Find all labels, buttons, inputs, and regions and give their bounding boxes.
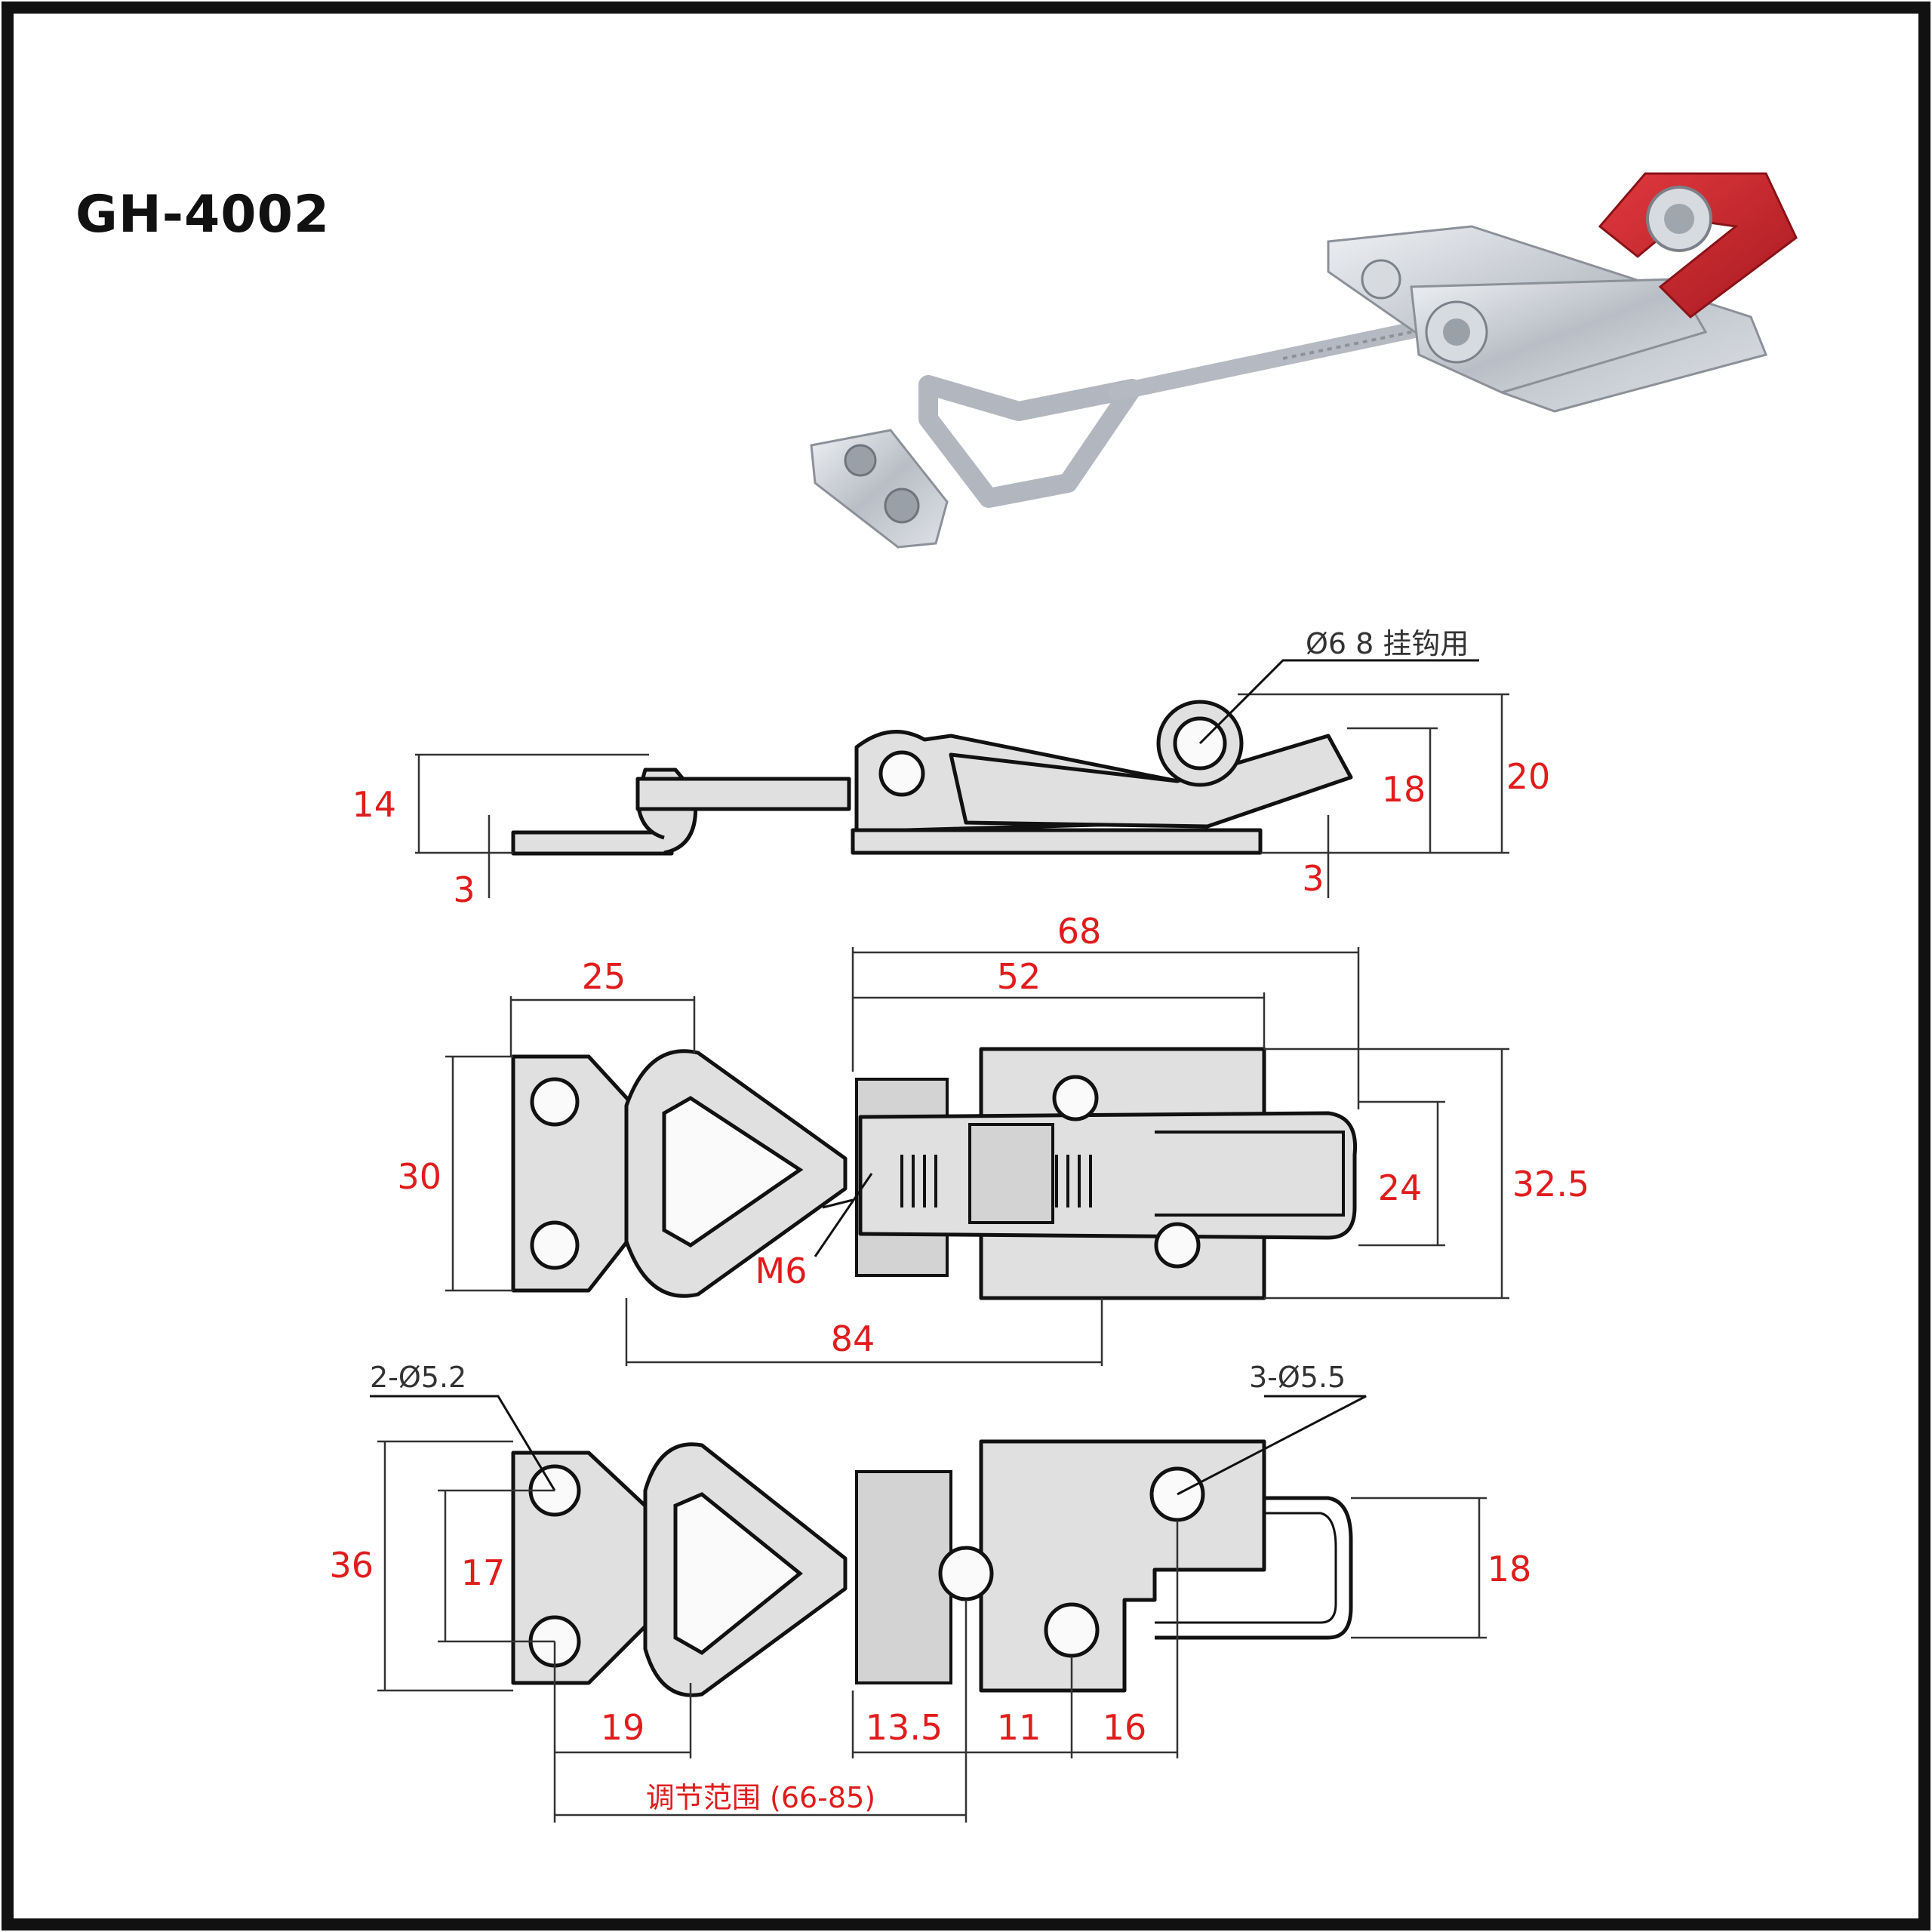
dim-plate-thickness-right: 3 [1302, 858, 1324, 899]
dim-handle-height: 18 [1382, 769, 1426, 810]
photo-plate-hole [884, 488, 920, 524]
dim-bottom-overall-height: 36 [329, 1545, 374, 1586]
model-title: GH-4002 [75, 185, 331, 245]
dim-hook-height: 14 [352, 784, 396, 825]
bottom-view-dimensions [370, 1395, 1487, 1823]
photo-plate-hole [844, 444, 877, 477]
bottom-view [511, 1439, 1353, 1697]
photo-hook-plate [810, 429, 949, 549]
top-view-dimensions [445, 947, 1509, 1366]
side-view [511, 700, 1353, 856]
photo-lever-body [1410, 278, 1708, 394]
dim-hook-plate-height: 30 [397, 1156, 441, 1197]
photo-wire-loop [918, 375, 1142, 508]
top-loop-slot [1155, 1131, 1345, 1217]
dim-hook-hole-offset: 19 [601, 1707, 645, 1748]
dim-loop-height: 18 [1487, 1549, 1532, 1589]
hole-note-right: 3-Ø5.5 [1249, 1361, 1346, 1394]
rod-note: Ø6 8 挂钩用 [1306, 627, 1469, 660]
top-plate-hole [530, 1077, 580, 1127]
bottom-base [979, 1439, 1266, 1693]
top-base-hole [1154, 1222, 1201, 1269]
side-base [851, 828, 1263, 855]
product-photo [810, 172, 1798, 549]
dim-overall-height: 20 [1506, 756, 1551, 797]
dim-plate-thickness-left: 3 [453, 869, 475, 910]
dim-overall-length: 68 [1057, 911, 1102, 952]
side-handle [949, 734, 1353, 829]
bottom-loop [1155, 1496, 1353, 1640]
top-spring-housing [968, 1123, 1054, 1224]
photo-pivot [1361, 259, 1401, 300]
top-spring [900, 1155, 1092, 1208]
dim-hole-spacing-2: 16 [1103, 1707, 1147, 1748]
dim-hole-spacing-1: 11 [997, 1707, 1041, 1748]
side-pivot-hole [878, 750, 925, 797]
side-view-dimensions [415, 659, 1509, 898]
bottom-base-hole [938, 1546, 994, 1601]
dim-loop-width: 24 [1378, 1168, 1423, 1208]
bottom-base-hole [1044, 1602, 1100, 1658]
side-plate-left [511, 830, 674, 856]
top-plate-hole [530, 1220, 580, 1270]
dim-thread-size: M6 [755, 1251, 808, 1291]
dim-hole-pitch-left: 17 [461, 1552, 506, 1593]
dim-base-offset: 13.5 [866, 1707, 943, 1748]
top-base-hole [1052, 1075, 1099, 1121]
dim-base-length: 52 [997, 956, 1041, 997]
hole-note-left: 2-Ø5.2 [370, 1361, 466, 1394]
top-view [511, 1047, 1358, 1300]
side-rod [635, 777, 851, 811]
bottom-hinge-block [855, 1470, 952, 1684]
adjust-range-label: 调节范围 (66-85) [646, 1781, 875, 1814]
dim-overall-width: 32.5 [1512, 1164, 1589, 1204]
dim-hook-plate-width: 25 [582, 956, 626, 997]
dim-center-span: 84 [831, 1318, 875, 1359]
